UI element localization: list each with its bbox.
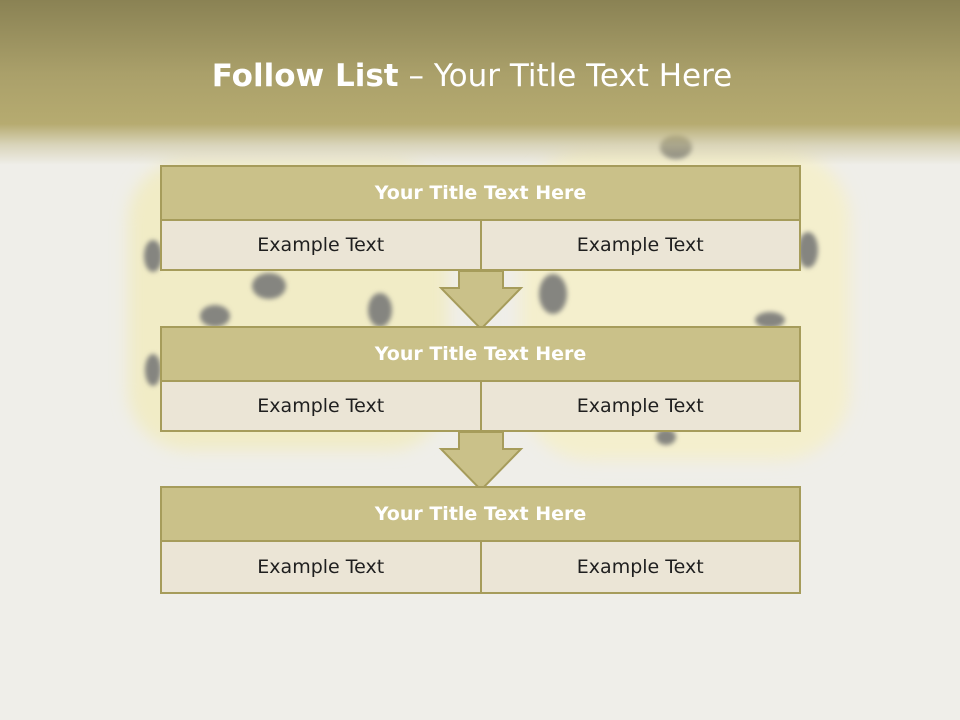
down-arrow-icon xyxy=(438,270,524,331)
slide-title-rest: – Your Title Text Here xyxy=(398,58,733,94)
step-title: Your Title Text Here xyxy=(160,326,801,382)
step-row: Example Text Example Text xyxy=(160,542,801,594)
step-block-1: Your Title Text Here Example Text Exampl… xyxy=(160,165,801,271)
slide-title: Follow List – Your Title Text Here xyxy=(0,54,944,98)
step-row: Example Text Example Text xyxy=(160,221,801,271)
slide-title-bold: Follow List xyxy=(211,58,399,94)
step-title: Your Title Text Here xyxy=(160,486,801,542)
step-row: Example Text Example Text xyxy=(160,382,801,432)
step-block-3: Your Title Text Here Example Text Exampl… xyxy=(160,486,801,594)
step-title: Your Title Text Here xyxy=(160,165,801,221)
step-cell-left: Example Text xyxy=(160,542,482,594)
step-cell-left: Example Text xyxy=(160,221,482,271)
step-block-2: Your Title Text Here Example Text Exampl… xyxy=(160,326,801,432)
header-band xyxy=(0,0,960,165)
step-cell-left: Example Text xyxy=(160,382,482,432)
down-arrow-icon xyxy=(438,431,524,492)
step-cell-right: Example Text xyxy=(479,221,801,271)
step-cell-right: Example Text xyxy=(479,542,801,594)
step-cell-right: Example Text xyxy=(479,382,801,432)
